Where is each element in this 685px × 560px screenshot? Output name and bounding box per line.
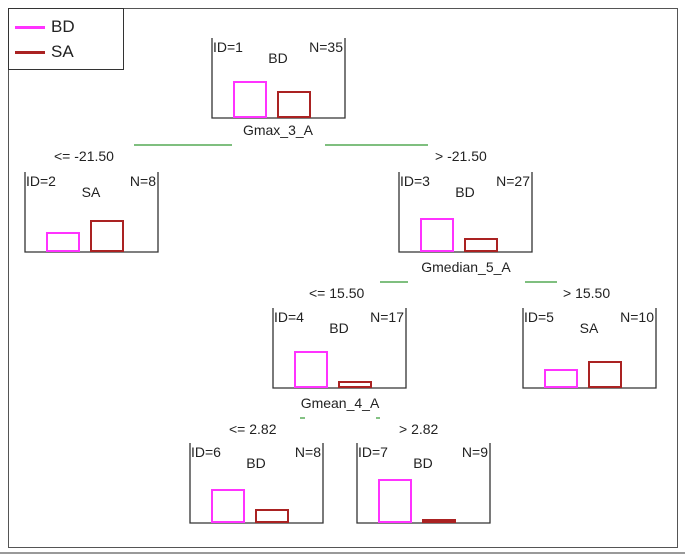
node-2-id: ID=2	[26, 173, 56, 189]
node-1-count: N=35	[309, 39, 343, 55]
edge-label-1: <= -21.50	[54, 148, 114, 164]
edge-label-3: <= 15.50	[309, 285, 364, 301]
edge-label-6: > 2.82	[399, 421, 439, 437]
node-2-bar-bd	[46, 232, 80, 252]
legend: BD SA	[8, 8, 124, 70]
node-4-bar-bd	[294, 351, 328, 388]
node-5-id: ID=5	[524, 309, 554, 325]
node-1-bar-sa	[277, 91, 311, 118]
node-2-bar-sa	[90, 220, 124, 252]
node-6-class-label: BD	[246, 455, 265, 471]
node-3-class-label: BD	[455, 184, 474, 200]
split-variable-1: Gmax_3_A	[243, 122, 314, 138]
legend-label-sa: SA	[51, 42, 74, 61]
bottom-divider	[0, 552, 685, 554]
plot-frame	[8, 8, 678, 548]
node-7-count: N=9	[462, 444, 488, 460]
node-6-count: N=8	[295, 444, 321, 460]
node-4-bar-sa	[338, 381, 372, 388]
node-5-count: N=10	[620, 309, 654, 325]
legend-item-bd: BD	[15, 15, 75, 39]
legend-line-bd	[15, 25, 45, 29]
edge-label-5: <= 2.82	[229, 421, 277, 437]
split-variable-2: Gmedian_5_A	[421, 259, 511, 275]
legend-line-sa	[15, 50, 45, 54]
node-1-bar-bd	[233, 81, 267, 118]
node-6-bar-sa	[255, 509, 289, 523]
node-7-class-label: BD	[413, 455, 432, 471]
legend-label-bd: BD	[51, 17, 75, 36]
node-3-bar-sa	[464, 238, 498, 252]
node-5-bar-sa	[588, 361, 622, 388]
node-3-count: N=27	[496, 173, 530, 189]
node-7-bar-sa	[422, 519, 456, 523]
node-1-class-label: BD	[268, 50, 287, 66]
node-7-id: ID=7	[358, 444, 388, 460]
node-4-id: ID=4	[274, 309, 304, 325]
node-1-id: ID=1	[213, 39, 243, 55]
node-6-id: ID=6	[191, 444, 221, 460]
split-variable-3: Gmean_4_A	[301, 395, 380, 411]
node-3-bar-bd	[420, 218, 454, 252]
legend-item-sa: SA	[15, 40, 74, 64]
node-3-id: ID=3	[400, 173, 430, 189]
edge-label-4: > 15.50	[563, 285, 610, 301]
node-2-count: N=8	[130, 173, 156, 189]
edge-label-2: > -21.50	[435, 148, 487, 164]
node-2-class-label: SA	[82, 184, 101, 200]
node-7-bar-bd	[378, 479, 412, 523]
node-5-class-label: SA	[580, 320, 599, 336]
node-4-class-label: BD	[329, 320, 348, 336]
node-6-bar-bd	[211, 489, 245, 523]
node-5-bar-bd	[544, 369, 578, 388]
node-4-count: N=17	[370, 309, 404, 325]
